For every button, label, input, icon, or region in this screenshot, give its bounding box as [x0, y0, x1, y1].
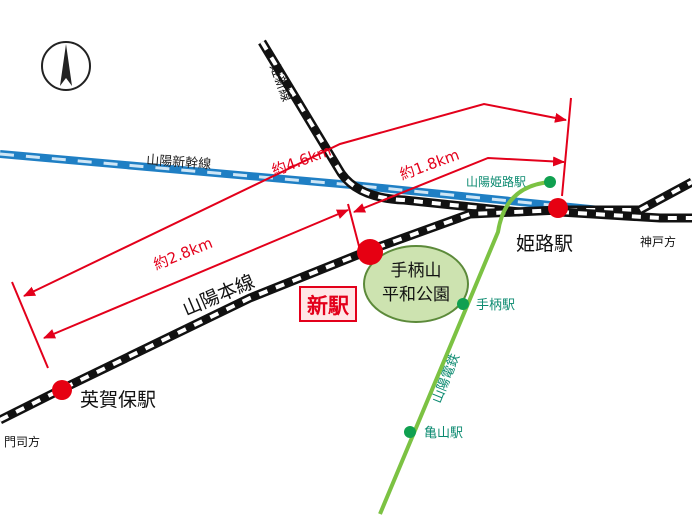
park-label-line1: 手柄山 [391, 261, 442, 281]
tegara-station: 手柄駅 [457, 298, 515, 313]
park-label-line2: 平和公園 [382, 285, 450, 305]
distance-arrow-mid [43, 209, 349, 339]
distance-tick-agaho-outer [11, 281, 49, 369]
sanyo-himeji-station: 山陽姫路駅 [466, 174, 556, 189]
himeji-station: 姫路駅 [516, 198, 573, 255]
distance-tick-himeji-outer [561, 97, 572, 197]
sanyo-dentetsu-line [378, 180, 551, 515]
agaho-station: 英賀保駅 [52, 380, 156, 411]
agaho-station-label: 英賀保駅 [80, 389, 156, 411]
kameyama-station: 亀山駅 [404, 426, 463, 441]
moji-direction-label: 門司方 [4, 434, 40, 449]
kobe-direction-label: 神戸方 [640, 234, 676, 249]
new-station-label: 新駅 [307, 294, 350, 318]
tegara-station-label: 手柄駅 [476, 298, 515, 313]
distance-tick-new-station [347, 203, 361, 251]
shinkansen-label: 山陽新幹線 [146, 152, 212, 172]
distance-label-long: 約4.6km [269, 142, 334, 180]
new-station: 新駅 [299, 239, 383, 322]
distance-label-mid: 約2.8km [151, 234, 215, 274]
himeji-station-label: 姫路駅 [516, 233, 573, 255]
kameyama-station-label: 亀山駅 [424, 426, 463, 441]
sanyo-himeji-station-label: 山陽姫路駅 [466, 174, 526, 189]
distance-indicators [11, 97, 572, 369]
distance-arrow-short [353, 156, 565, 213]
distance-label-short: 約1.8km [397, 146, 462, 184]
north-arrow-icon [41, 41, 91, 91]
